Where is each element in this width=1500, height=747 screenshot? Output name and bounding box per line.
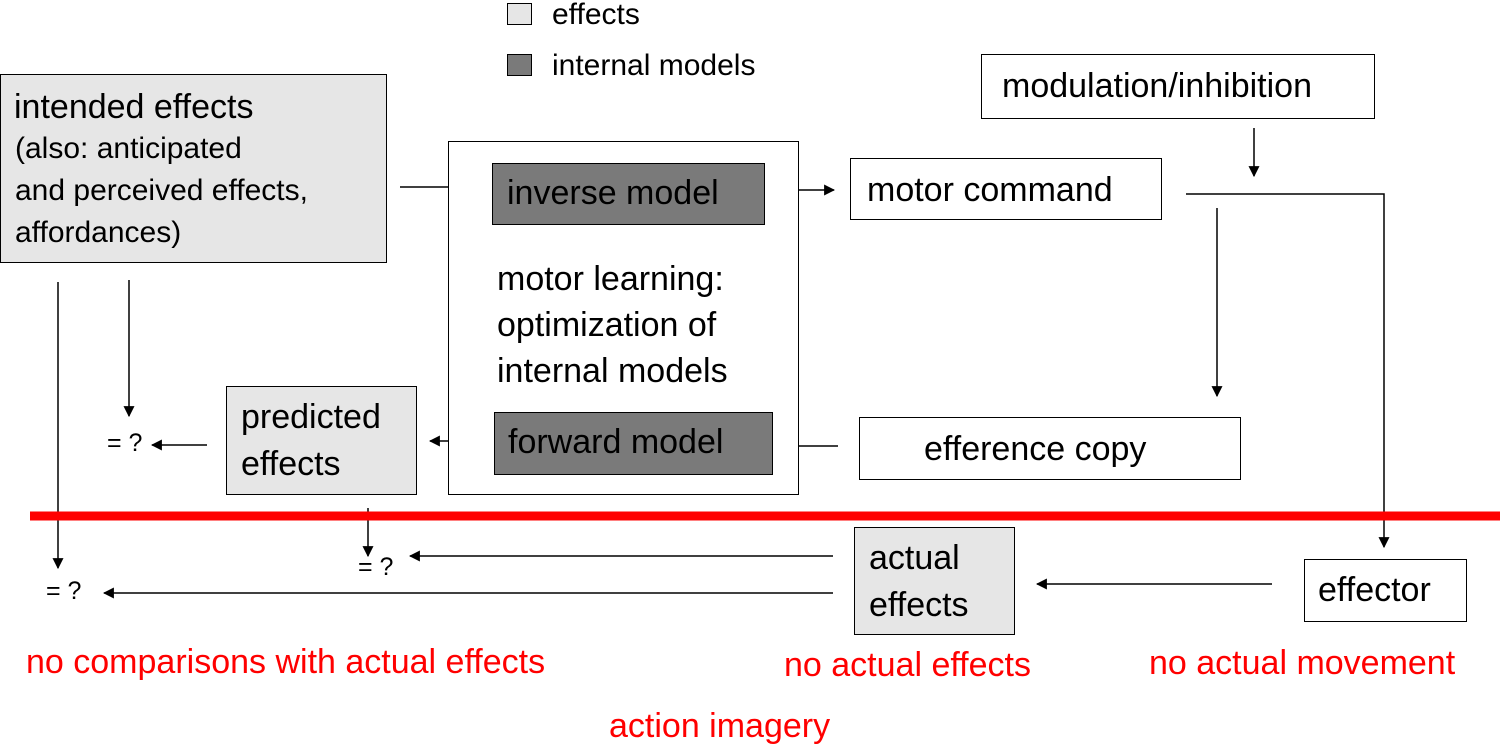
modulation-inhibition-box [981,54,1375,119]
legend-effects-swatch [507,3,532,25]
predicted-effects-line1: predicted [241,398,381,436]
no-actual-effects-label: no actual effects [784,646,1031,684]
motor-command-label: motor command [867,171,1113,209]
no-comparisons-label: no comparisons with actual effects [26,643,546,681]
predicted-effects-line2: effects [241,445,341,483]
actual-effects-line2: effects [869,586,969,624]
action-imagery-label: action imagery [609,707,831,745]
intended-effects-title: intended effects [14,88,254,126]
effector-label: effector [1318,571,1431,609]
intended-effects-box [0,74,387,263]
comparison-predicted-intended: = ? [107,429,143,457]
forward-model-label: forward model [508,423,724,461]
intended-effects-line4: affordances) [15,216,182,249]
motor-learning-line3: internal models [497,352,728,390]
actual-effects-line1: actual [869,539,960,577]
intended-effects-line3: and perceived effects, [15,174,308,207]
legend-internal-models-label: internal models [552,49,756,82]
line-motor-command-to-effector [1186,193,1390,549]
motor-learning-line1: motor learning: [497,260,724,298]
legend-internal-models-swatch [507,54,532,76]
inverse-model-label: inverse model [507,174,719,212]
motor-learning-line2: optimization of [497,306,717,344]
efference-copy-box [859,417,1241,480]
comparison-intended-actual: = ? [46,577,82,605]
modulation-inhibition-label: modulation/inhibition [1002,67,1312,105]
inverse-model-box [492,163,765,225]
effector-box [1304,559,1467,622]
motor-command-box [850,158,1162,220]
legend-effects-label: effects [552,0,640,31]
actual-effects-box [854,527,1015,635]
intended-effects-line2: (also: anticipated [15,132,242,165]
predicted-effects-box [226,386,417,495]
efference-copy-label: efference copy [924,430,1147,468]
no-actual-movement-label: no actual movement [1149,644,1456,682]
comparison-predicted-actual: = ? [358,553,394,581]
forward-model-box [494,412,773,475]
